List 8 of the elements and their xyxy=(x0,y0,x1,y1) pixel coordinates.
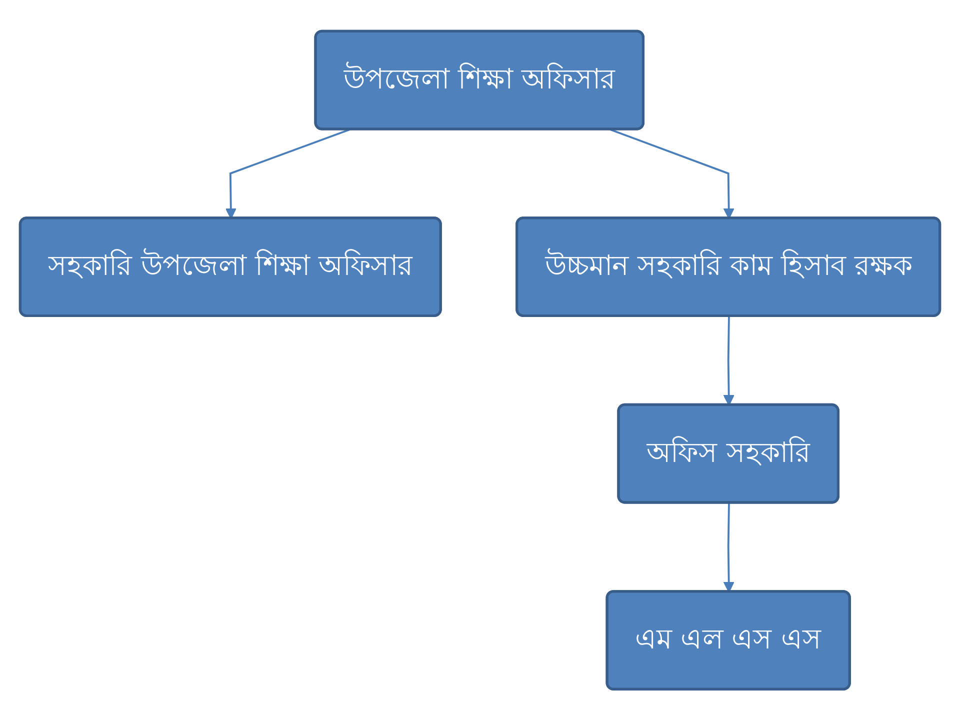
arrow xyxy=(723,502,734,592)
role-box: উচ্চমান সহকারি কাম হিসাব রক্ষক xyxy=(516,216,942,317)
role-box: অফিস সহকারি xyxy=(617,403,840,504)
arrow xyxy=(225,128,350,219)
arrow xyxy=(610,128,734,219)
role-box: এম এল এস এস xyxy=(606,590,851,690)
role-box: উপজেলা শিক্ষা অফিসার xyxy=(314,30,644,130)
role-box: সহকারি উপজেলা শিক্ষা অফিসার xyxy=(18,216,442,317)
